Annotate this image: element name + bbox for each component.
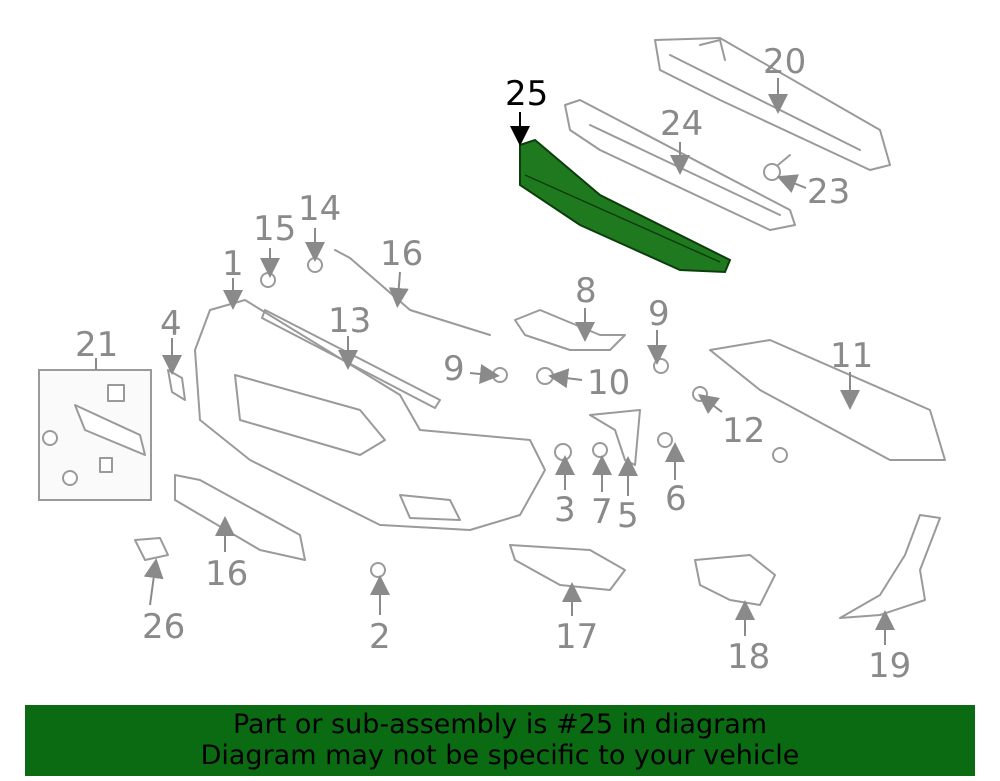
part-13-strip[interactable]: [261, 309, 441, 409]
part-18-fog-bezel[interactable]: [509, 544, 626, 591]
label-23: 23: [807, 172, 850, 212]
label-25: 25: [505, 74, 548, 114]
label-16: 16: [380, 234, 423, 274]
label-1: 1: [222, 244, 244, 284]
part-23-bolt[interactable]: [763, 154, 791, 181]
info-banner: Part or sub-assembly is #25 in diagram D…: [25, 705, 975, 776]
part-16-trim[interactable]: [334, 249, 491, 336]
label-26: 26: [142, 607, 185, 647]
label-17: 16: [205, 554, 248, 594]
part-25-highlighted[interactable]: [519, 138, 732, 274]
banner-line-1: Part or sub-assembly is #25 in diagram: [232, 709, 768, 740]
part-21-kit[interactable]: [38, 369, 152, 501]
part-8-bracket[interactable]: [514, 309, 626, 351]
banner-line-2: Diagram may not be specific to your vehi…: [200, 740, 800, 771]
label-22: 20: [763, 42, 806, 82]
label-12: 12: [722, 411, 765, 451]
label-5: 5: [617, 496, 639, 536]
label-6: 6: [665, 479, 687, 519]
label-8: 8: [575, 271, 597, 311]
label-7: 7: [591, 492, 613, 532]
label-11: 11: [830, 336, 873, 376]
label-3: 3: [554, 490, 576, 530]
label-15: 15: [253, 209, 296, 249]
label-10: 10: [587, 363, 630, 403]
label-24: 24: [660, 104, 703, 144]
parts-diagram: 20 24 25 23 15 14 16 1 8 9 13 4 21 11 9 …: [38, 37, 946, 686]
label-18: 17: [555, 617, 598, 657]
label-4: 4: [160, 304, 182, 344]
label-9b: 9: [443, 349, 465, 389]
part-17-grille[interactable]: [174, 474, 306, 561]
label-19: 18: [727, 637, 770, 677]
label-9a: 9: [648, 294, 670, 334]
label-2: 2: [369, 617, 391, 657]
part-1-bumper-cover[interactable]: [194, 299, 546, 531]
label-14: 14: [298, 189, 341, 229]
label-13: 13: [328, 301, 371, 341]
part-19-bracket[interactable]: [694, 554, 776, 606]
part-11-splash-shield[interactable]: [709, 339, 946, 461]
label-21: 21: [75, 325, 118, 365]
label-20: 19: [868, 646, 911, 686]
part-20-bracket[interactable]: [839, 514, 941, 619]
